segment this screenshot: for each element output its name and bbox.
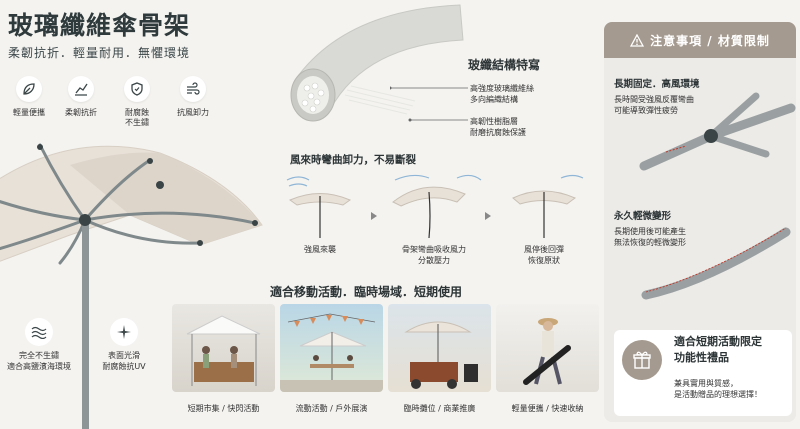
wind-sequence-illustration [286,174,584,239]
callout-line: 高韌性樹脂層 [470,117,518,126]
fiber-closeup-illustration [290,4,464,122]
notice-item-line: 無法恢復的輕微變形 [614,238,686,247]
notice-item-line: 可能導致彈性疲勞 [614,106,678,115]
usage-caption: 短期市集 / 快閃活動 [187,404,260,413]
usage-photo-outdoor [280,304,383,392]
usage-caption: 輕量便攜 / 快速收納 [511,404,584,413]
callout-line: 高強度玻璃纖維絲 [470,84,534,93]
umbrella-illustration [0,143,263,429]
feature-line: 表面光滑 [108,351,140,360]
wind-step-label: 恢復原狀 [528,256,560,265]
wind-step-label: 骨架彎曲吸收風力 [402,245,466,254]
feature-line: 完全不生鏽 [19,351,59,360]
bend-illustration-2 [641,227,791,300]
notice-item-title: 長期固定．高風環境 [614,79,700,90]
notice-item-title: 永久輕微變形 [614,211,672,222]
feature-lightweight: 輕量便攜 [4,76,54,118]
notice-item-line: 長時間受強風反覆彎曲 [614,95,694,104]
feature-wind: 抗風卸力 [168,76,218,118]
feature-line: 耐腐蝕抗UV [102,362,146,371]
notice-item-2: 永久輕微變形 長期使用後可能產生 無法恢復的輕微變形 [614,208,686,248]
gift-title-line: 適合短期活動限定 [674,335,762,348]
wind-title: 風來時彎曲卸力，不易斷裂 [290,154,416,166]
usage-caption: 流動活動 / 戶外展演 [295,404,368,413]
usage-caption: 臨時攤位 / 商業推廣 [403,404,476,413]
gift-desc-line: 是活動贈品的理想選擇！ [674,390,762,399]
page-title: 玻璃纖維傘骨架 [8,11,191,40]
notice-header: 注意事項 / 材質限制 [604,22,796,58]
callout-line: 多向編織結構 [470,95,518,104]
gift-title-line: 功能性禮品 [674,351,729,364]
wind-icon [180,76,206,102]
usage-photo-carry [496,304,599,392]
callout-fiber: 高強度玻璃纖維絲 多向編織結構 [470,83,534,105]
feature-no-rust: 完全不生鏽 適合高鹽濱海環境 [4,318,74,372]
feature-corrosion: 耐腐蝕 不生鏽 [112,76,162,128]
gift-icon [622,340,662,380]
waves-icon [25,318,53,346]
wind-step-label: 分散壓力 [418,256,450,265]
feature-label: 耐腐蝕 不生鏽 [125,108,149,127]
page-subtitle: 柔韌抗折．輕量耐用．無懼環境 [8,46,191,60]
notice-header-text: 注意事項 / 材質限制 [650,33,770,48]
bend-illustration-1 [639,92,796,171]
gift-desc: 兼具實用與質感， 是活動贈品的理想選擇！ [674,378,762,400]
gift-text: 適合短期活動限定 功能性禮品 [674,334,762,366]
gift-desc-line: 兼具實用與質感， [674,379,738,388]
feature-line: 適合高鹽濱海環境 [7,362,71,371]
feature-label: 輕量便攜 [13,108,45,117]
structure-title: 玻纖結構特寫 [468,58,541,72]
callout-line: 耐磨抗腐蝕保護 [470,128,526,137]
sparkle-icon [110,318,138,346]
leaf-icon [16,76,42,102]
usage-photo-booth [388,304,491,392]
feature-flexible: 柔韌抗折 [56,76,106,118]
wind-step-1: 強風來襲 [290,244,350,255]
line-chart-icon [68,76,94,102]
wind-step-3: 風停後回彈 恢復原狀 [514,244,574,266]
notice-item-1: 長期固定．高風環境 長時間受強風反覆彎曲 可能導致彈性疲勞 [614,76,700,116]
callout-lines [390,86,468,122]
usage-photo-market [172,304,275,392]
notice-item-line: 長期使用後可能產生 [614,227,686,236]
wind-step-label: 風停後回彈 [524,245,564,254]
wind-step-label: 強風來襲 [304,245,336,254]
feature-label: 柔韌抗折 [65,108,97,117]
callout-resin: 高韌性樹脂層 耐磨抗腐蝕保護 [470,116,526,138]
feature-smooth: 表面光滑 耐腐蝕抗UV [94,318,154,372]
warning-icon [630,33,645,47]
feature-label: 抗風卸力 [177,108,209,117]
wind-step-2: 骨架彎曲吸收風力 分散壓力 [394,244,474,266]
usage-title: 適合移動活動．臨時場域．短期使用 [270,285,463,299]
shield-icon [124,76,150,102]
